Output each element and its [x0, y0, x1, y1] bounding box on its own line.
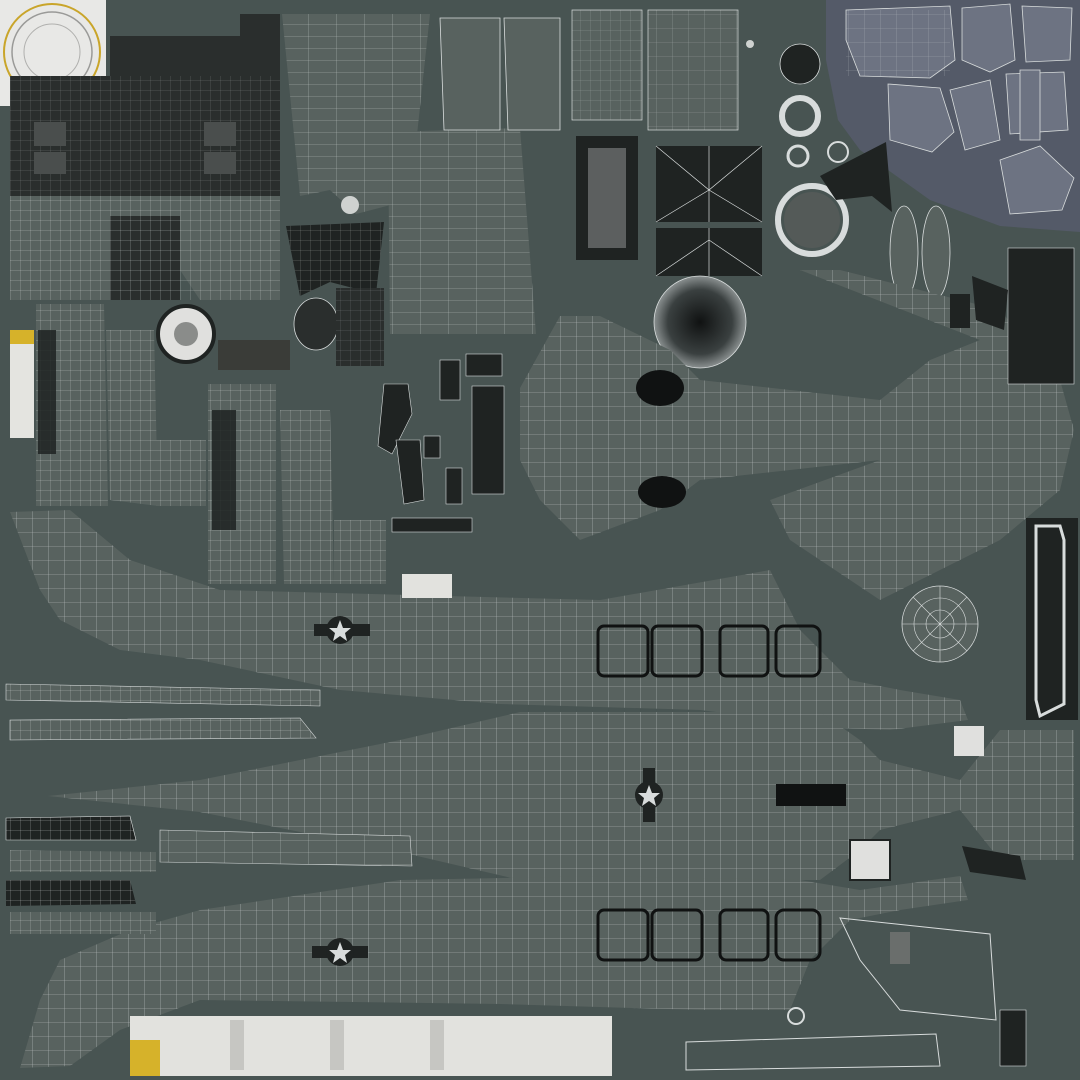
- bottom-parts: [130, 574, 1027, 1076]
- canopy-panel-area: [826, 0, 1080, 232]
- fuselage-lower-side: [20, 876, 968, 1068]
- cockpit-block: [10, 14, 280, 300]
- right-dark-parts: [901, 247, 1078, 720]
- left-side-panels: [10, 304, 386, 584]
- star-roundel-icon: [314, 616, 370, 644]
- intake-parts: [156, 136, 763, 370]
- star-roundel-icon: [635, 768, 663, 822]
- star-roundel-icon: [312, 938, 368, 966]
- top-center-parts: [571, 9, 951, 299]
- window-frames-lower: [596, 908, 822, 962]
- window-frames-upper: [596, 624, 822, 678]
- wing-strips: [5, 683, 413, 934]
- dark-small-parts: [377, 353, 505, 533]
- fuselage-belly: [48, 712, 1074, 881]
- wing-fold-panels: [282, 14, 561, 366]
- upper-fuselage-shell: [520, 270, 1074, 600]
